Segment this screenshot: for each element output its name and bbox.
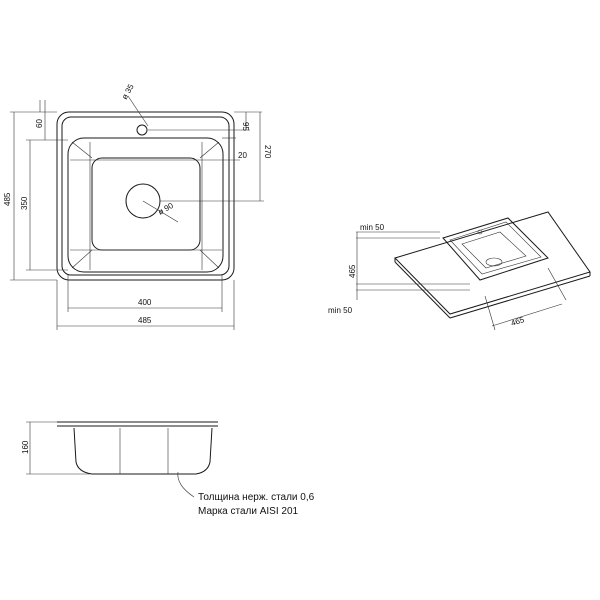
dim-min-bottom: min 50 [328, 306, 353, 315]
dim-hole-offset: 95 [241, 122, 250, 131]
dim-overall-height: 485 [3, 192, 12, 206]
sink-side-view: 160 [21, 421, 218, 498]
dim-min-top: min 50 [360, 223, 385, 232]
dim-depth: 160 [21, 440, 30, 454]
dim-hole-diameter: ø 35 [120, 82, 136, 101]
dim-drain-diameter: ø 90 [157, 201, 176, 217]
dim-corner: 20 [238, 151, 247, 160]
tap-hole-circle [136, 124, 148, 136]
dim-half-height: 270 [263, 145, 272, 159]
dim-cutout-width: 465 [510, 315, 526, 328]
install-view-dimensions: min 50 465 min 50 465 [328, 223, 567, 331]
dim-cutout-height: 465 [348, 264, 357, 278]
dim-overall-width: 485 [138, 316, 152, 325]
dim-bowl-width: 400 [138, 298, 152, 307]
dim-top-offset: 60 [35, 119, 44, 128]
note-grade: Марка стали AISI 201 [198, 506, 299, 517]
dim-bowl-height: 350 [20, 196, 29, 210]
note-thickness: Толщина нерж. стали 0,6 [198, 492, 315, 503]
top-view-dimensions: ø 35 ø 90 485 350 60 95 270 20 400 485 [3, 82, 272, 330]
sink-top-view [56, 95, 235, 281]
countertop-install-view [394, 211, 591, 319]
